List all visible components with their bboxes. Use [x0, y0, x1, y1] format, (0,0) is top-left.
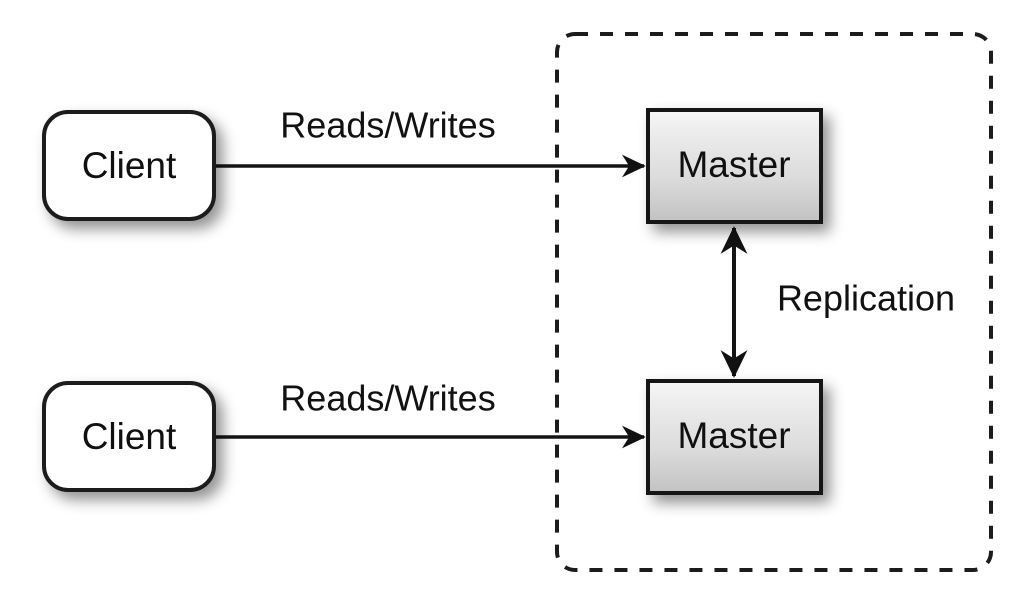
- master-node-top-shape: [646, 108, 823, 224]
- client-node-bottom-shape: [42, 381, 216, 492]
- master-node-top-label: Master: [677, 144, 790, 185]
- master-node-top[interactable]: Master: [646, 108, 823, 224]
- edge-group: [214, 154, 748, 449]
- replication-cluster-boundary: [555, 32, 993, 572]
- master-node-bottom-label: Master: [677, 415, 790, 456]
- client-node-bottom-label: Client: [82, 416, 177, 457]
- edge-reads-writes-top-label: Reads/Writes: [280, 105, 495, 146]
- client-node-bottom[interactable]: Client: [42, 381, 216, 492]
- edge-replication-label: Replication: [777, 278, 955, 319]
- edge-reads-writes-bottom-label: Reads/Writes: [280, 378, 495, 419]
- client-node-top-shape: [42, 110, 216, 221]
- client-node-top-label: Client: [82, 145, 177, 186]
- master-node-bottom[interactable]: Master: [646, 379, 823, 495]
- master-node-bottom-shape: [646, 379, 823, 495]
- client-node-top[interactable]: Client: [42, 110, 216, 221]
